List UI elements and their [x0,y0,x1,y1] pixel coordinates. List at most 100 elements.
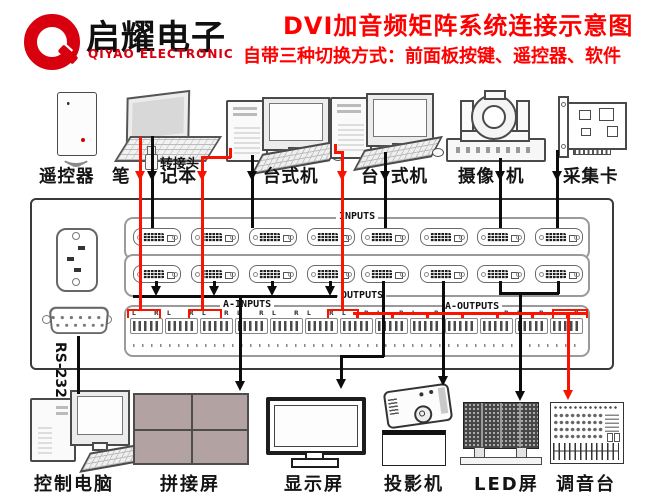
audio-terminal-group [130,318,163,334]
a-inputs-section-label: A-INPUTS [220,299,275,310]
dvi-port-in-4 [307,228,355,246]
cable-rs232 [77,336,80,394]
laptop-label-part1: 笔 [112,167,131,187]
a-input1-bracket [127,309,161,318]
cable-desktop2-dvi [384,152,387,228]
terminal-right-letter: R [224,310,229,317]
audio-terminal-group [165,318,198,334]
qiyao-logo-icon [22,12,88,70]
terminal-left-letter: L [272,310,276,317]
a-outputs-section-label: A-OUTPUTS [442,301,503,312]
projector-label: 投影机 [384,474,444,495]
display-label: 显示屏 [284,474,344,495]
cable-desktop1-dvi [251,155,254,228]
cable-desktop1-audio-a [229,148,232,158]
desktop1-graphic [224,94,344,176]
a-outputs-bus [353,312,586,315]
arrow-desktop1-dvi [247,171,257,181]
audio-terminal-group [445,318,478,334]
a-output-bus-tick [566,312,569,318]
out2-drop [213,281,216,289]
audio-terminal-group [235,318,268,334]
led-bracket [499,292,559,295]
dvi-port-in-5 [361,228,409,246]
remote-label: 遥控器 [39,167,95,187]
cable-out5-c [340,355,343,380]
desktop2-label-part1: 台 [361,167,380,187]
audio-terminal-group [200,318,233,334]
arrow-laptop-dvi [147,171,157,181]
out3-arrow [267,286,277,296]
desktop2-label-part2: 式机 [391,167,428,187]
out4-drop [329,281,332,289]
terminal-left-letter: L [132,310,136,317]
arrow-to-led [515,391,525,401]
a-input4-bracket [327,309,359,318]
capture-card-graphic [556,94,628,160]
arrow-to-display [336,379,346,389]
brand-name-en: QIYAO ELECTRONIC [88,47,234,61]
terminal-left-letter: L [167,310,171,317]
audio-terminal-group [270,318,303,334]
outputs-bus [133,295,337,298]
remote-red-button [81,138,85,142]
cable-desktop1-audio-b [201,156,231,159]
dvi-port-in-6 [420,228,468,246]
a-output-bus-tick [391,312,394,318]
page-title: DVI加音频矩阵系统连接示意图 [283,12,634,40]
cable-to-mixer [567,312,570,392]
audio-terminal-group [515,318,548,334]
a-output-bus-tick [461,312,464,318]
out2-arrow [209,286,219,296]
cable-desktop1-audio [201,156,204,311]
inputs-section-label: INPUTS [336,211,379,222]
video-wall-graphic [133,393,249,465]
rs232-label: RS-232 [52,342,68,398]
a-output-bracket [552,309,588,318]
audio-terminal-group [340,318,373,334]
capture-label: 采集卡 [563,167,619,187]
arrow-desktop1-audio [197,171,207,181]
led-label: LED屏 [474,474,539,495]
audio-terminal-group [305,318,338,334]
out3-drop [271,281,274,289]
terminal-left-letter: L [237,310,241,317]
arrow-to-mixer [563,390,573,400]
cable-desktop2-audio [341,151,344,311]
terminal-right-letter: R [189,310,194,317]
arrow-laptop-audio [135,171,145,181]
projection-screen-graphic [382,430,446,466]
desktop1-label: 台式机 [263,167,319,187]
terminal-right-letter: R [259,310,264,317]
out1-arrow [151,286,161,296]
cable-to-projector [442,281,445,377]
out7-drop [499,281,502,294]
ptz-camera-graphic [440,90,546,162]
arrow-desktop2-dvi [380,171,390,181]
cable-to-videowall [239,295,242,382]
arrow-to-projector [438,376,448,386]
terminal-left-letter: L [342,310,346,317]
cable-to-led [519,292,522,392]
mixer-label: 调音台 [556,474,616,495]
a-output-bus-tick [496,312,499,318]
audio-terminal-group [410,318,443,334]
arrow-to-videowall [235,381,245,391]
power-inlet-icon [56,228,98,292]
audio-terminal-group [480,318,513,334]
cable-laptop-audio [139,137,142,311]
page-subtitle: 自带三种切换方式：前面板按键、遥控器、软件 [243,46,621,67]
control-pc-label: 控制电脑 [34,474,114,495]
a-input2-bracket [188,309,222,318]
dvi-port-in-8 [535,228,583,246]
cable-capture-dvi [556,150,559,228]
out1-drop [155,281,158,289]
camera-label-part2: 机 [506,167,525,187]
terminal-right-letter: R [294,310,299,317]
a-output-bus-tick [531,312,534,318]
arrow-desktop2-audio [337,171,347,181]
dvi-port-out-5 [361,265,409,283]
cable-laptop-dvi [151,136,154,228]
cable-desktop2-audio-b [334,151,344,154]
